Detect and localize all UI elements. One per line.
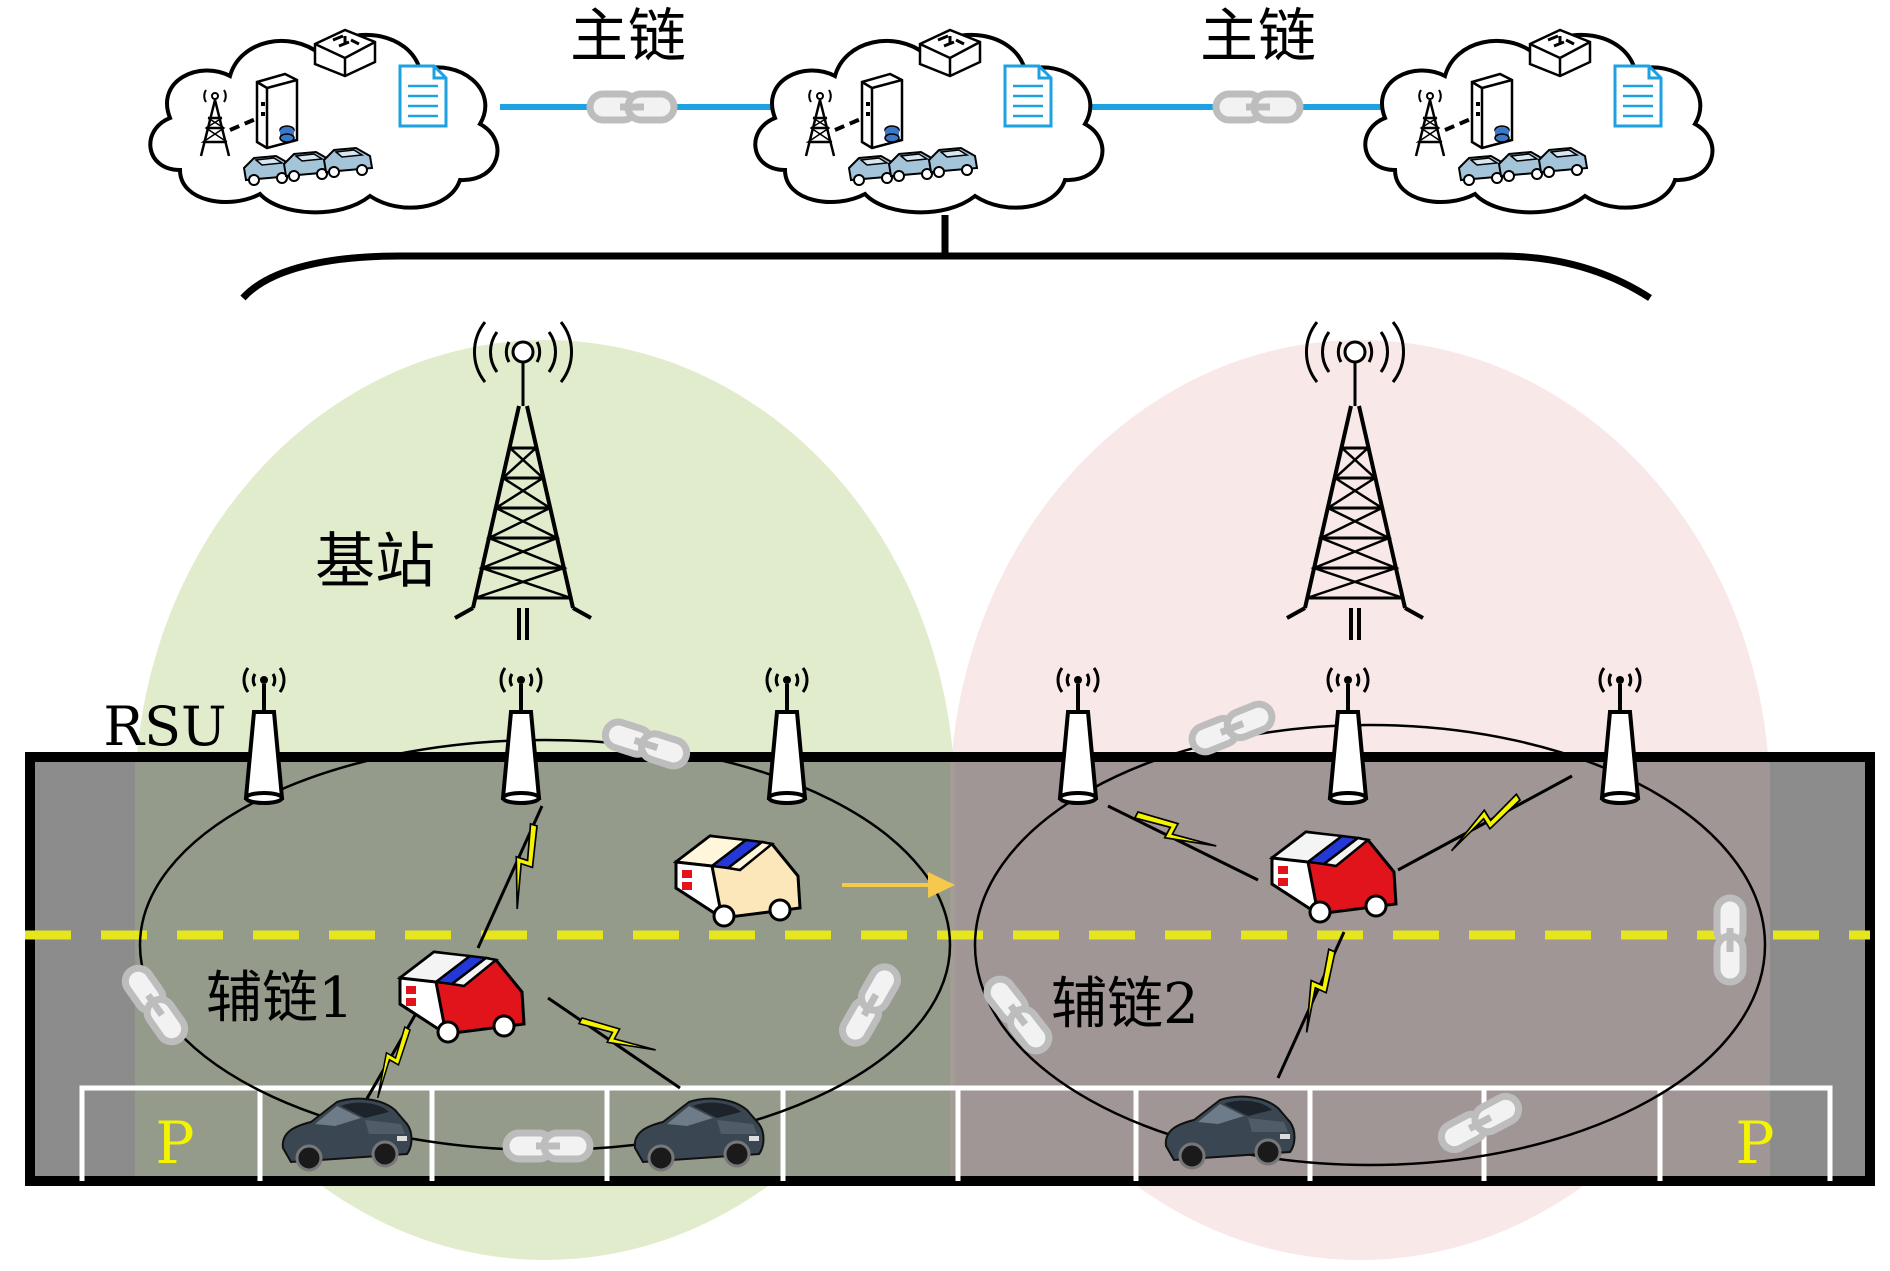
aux-chain-2-ring [973, 723, 1767, 1167]
cloud-node-icon [755, 30, 1102, 212]
cloud-node-icon [1365, 30, 1712, 212]
parking-sign-left: P [155, 1109, 194, 1177]
movement-arrow [842, 872, 955, 898]
parking-sign-right: P [1735, 1109, 1774, 1177]
chain-link-icon [1717, 898, 1743, 982]
main-chain-label-right: 主链 [1200, 2, 1316, 70]
chain-link-icon [1216, 94, 1300, 120]
rsu-label: RSU [103, 695, 226, 758]
base-station-label: 基站 [315, 527, 435, 597]
brace [240, 215, 1652, 301]
aux-chain-2-label: 辅链2 [1051, 972, 1199, 1037]
cloud-node-icon [150, 30, 497, 212]
chain-link-icon [590, 94, 674, 120]
main-chain-label-left: 主链 [570, 2, 686, 70]
aux-chain-1-label: 辅链1 [206, 966, 354, 1031]
chain-link-icon [506, 1133, 590, 1159]
main-chain: 主链 主链 [150, 2, 1712, 212]
